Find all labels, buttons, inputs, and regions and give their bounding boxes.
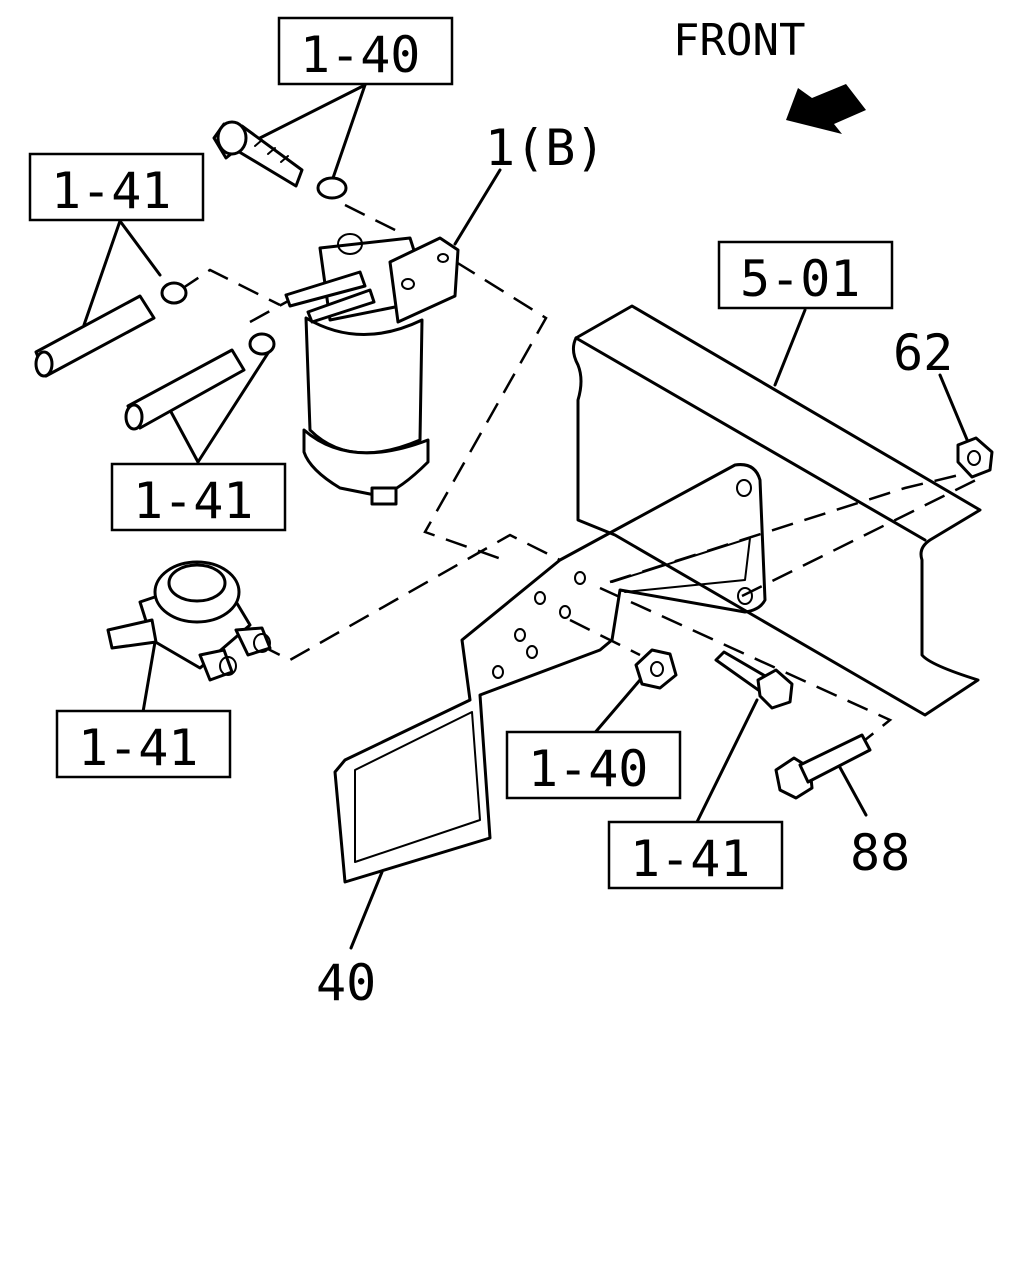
callout-left-top-text: 1-41 xyxy=(51,162,171,220)
nut-center xyxy=(634,648,678,690)
callout-right-bottom: 1-41 xyxy=(607,820,784,890)
bracket xyxy=(333,463,767,884)
part-number-nut: 62 xyxy=(893,324,953,382)
callout-frame: 5-01 xyxy=(717,240,894,310)
fuel-hose-upper xyxy=(34,294,156,378)
callout-left-mid: 1-41 xyxy=(110,462,287,532)
callout-left-mid-text: 1-41 xyxy=(133,472,253,530)
assembly-lines xyxy=(179,203,981,741)
frame-rail xyxy=(571,304,982,717)
front-label: FRONT xyxy=(673,15,805,66)
callout-center-text: 1-40 xyxy=(528,740,648,798)
callout-center: 1-40 xyxy=(505,730,682,800)
callout-frame-text: 5-01 xyxy=(740,250,860,308)
hose-clamp-lower xyxy=(248,332,276,356)
callout-right-bottom-text: 1-41 xyxy=(630,830,750,888)
fuel-filter-assembly xyxy=(284,233,460,506)
bolt-88 xyxy=(774,733,872,800)
callout-top: 1-40 xyxy=(277,16,454,86)
part-number-bracket: 40 xyxy=(316,954,376,1012)
bolt-center xyxy=(714,650,794,710)
top-bolt xyxy=(212,120,304,188)
callout-top-text: 1-40 xyxy=(300,26,420,84)
callout-left-bottom: 1-41 xyxy=(55,709,232,779)
hose-clamp-upper xyxy=(160,281,188,305)
fuel-hose-lower xyxy=(124,348,246,431)
leader-lines xyxy=(82,83,970,950)
callout-left-top: 1-41 xyxy=(28,152,205,222)
part-number-bolt: 88 xyxy=(850,824,910,882)
part-number-filter: 1(B) xyxy=(485,119,605,177)
washer xyxy=(316,176,348,200)
front-arrow-icon xyxy=(786,84,866,134)
callout-left-bottom-text: 1-41 xyxy=(78,719,198,777)
priming-pump xyxy=(106,560,272,682)
nut-62 xyxy=(956,436,994,479)
